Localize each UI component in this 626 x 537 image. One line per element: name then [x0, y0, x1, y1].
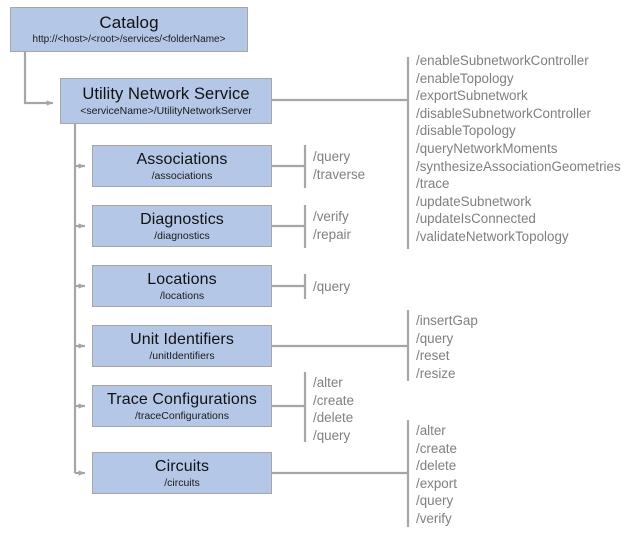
edge-diagnostics-to-operations [272, 205, 307, 248]
operation-item[interactable]: /enableTopology [416, 70, 514, 86]
operation-item[interactable]: /insertGap [416, 313, 478, 328]
operation-item[interactable]: /exportSubnetwork [416, 88, 528, 104]
operation-item[interactable]: /create [313, 392, 354, 408]
operation-item[interactable]: /delete [416, 458, 457, 474]
operation-item[interactable]: /synthesizeAssociationGeometries [416, 158, 621, 174]
operation-item[interactable]: /traverse [313, 166, 366, 182]
node-associations-title: Associations [136, 150, 228, 168]
operation-item[interactable]: /query [416, 493, 454, 509]
node-associations-path: /associations [151, 169, 213, 182]
node-catalog-title: Catalog [99, 13, 159, 32]
operation-item[interactable]: /validateNetworkTopology [416, 228, 569, 244]
node-utility-network-service-path: <serviceName>/UtilityNetworkServer [80, 104, 252, 117]
operation-item[interactable]: /create [416, 440, 457, 456]
operation-item[interactable]: /resize [416, 365, 456, 381]
operation-item[interactable]: /query [313, 427, 351, 443]
operations-list-utility-network-service: /enableSubnetworkController /enableTopol… [416, 52, 621, 246]
operation-item[interactable]: /query [416, 330, 454, 346]
node-locations[interactable]: Locations /locations [92, 265, 272, 307]
operations-list-circuits: /alter /create /delete /export /query /v… [416, 422, 457, 528]
operations-list-locations: /query [313, 278, 350, 296]
operation-item[interactable]: /disableSubnetworkController [416, 105, 591, 121]
node-unit-identifiers[interactable]: Unit Identifiers /unitIdentifiers [92, 325, 272, 367]
edge-trace-configurations-to-operations [272, 372, 307, 442]
operation-item[interactable]: /alter [416, 423, 446, 438]
node-circuits[interactable]: Circuits /circuits [92, 452, 272, 494]
node-locations-path: /locations [159, 289, 205, 302]
operation-item[interactable]: /delete [313, 410, 354, 426]
operation-item[interactable]: /query [313, 279, 351, 294]
node-circuits-title: Circuits [154, 457, 210, 475]
node-unit-identifiers-title: Unit Identifiers [130, 330, 234, 348]
node-utility-network-service-title: Utility Network Service [82, 84, 250, 103]
operation-item[interactable]: /export [416, 475, 457, 491]
operations-list-diagnostics: /verify /repair [313, 208, 351, 243]
operation-item[interactable]: /enableSubnetworkController [416, 53, 589, 68]
node-catalog-path: http://<host>/<root>/services/<folderNam… [32, 34, 226, 45]
operation-item[interactable]: /verify [313, 209, 349, 224]
node-trace-configurations-title: Trace Configurations [107, 390, 257, 408]
operation-item[interactable]: /verify [416, 510, 452, 526]
edge-associations-to-operations [272, 145, 307, 188]
operation-item[interactable]: /alter [313, 375, 343, 390]
edge-catalog-to-service [23, 52, 54, 106]
operation-item[interactable]: /trace [416, 176, 450, 192]
node-diagnostics[interactable]: Diagnostics /diagnostics [92, 205, 272, 247]
node-unit-identifiers-path: /unitIdentifiers [149, 349, 215, 362]
edge-unit-identifiers-to-operations [272, 310, 410, 381]
operations-list-trace-configurations: /alter /create /delete /query [313, 374, 354, 444]
operations-list-unit-identifiers: /insertGap /query /reset /resize [416, 312, 478, 382]
operation-item[interactable]: /updateIsConnected [416, 211, 536, 227]
operation-item[interactable]: /updateSubnetwork [416, 193, 532, 209]
edge-locations-to-operations [272, 274, 307, 299]
node-circuits-path: /circuits [164, 476, 200, 489]
node-trace-configurations[interactable]: Trace Configurations /traceConfiguration… [92, 385, 272, 427]
node-associations[interactable]: Associations /associations [92, 145, 272, 187]
node-diagnostics-path: /diagnostics [154, 229, 210, 242]
operation-item[interactable]: /reset [416, 348, 450, 364]
node-diagnostics-title: Diagnostics [140, 210, 224, 228]
operation-item[interactable]: /disableTopology [416, 123, 516, 139]
node-utility-network-service[interactable]: Utility Network Service <serviceName>/Ut… [60, 78, 272, 124]
node-catalog[interactable]: Catalog http://<host>/<root>/services/<f… [10, 7, 248, 52]
operation-item[interactable]: /query [313, 149, 351, 164]
operations-list-associations: /query /traverse [313, 148, 365, 183]
operation-item[interactable]: /repair [313, 226, 351, 242]
node-trace-configurations-path: /traceConfigurations [135, 409, 229, 422]
node-locations-title: Locations [147, 270, 217, 288]
operation-item[interactable]: /queryNetworkMoments [416, 140, 558, 156]
